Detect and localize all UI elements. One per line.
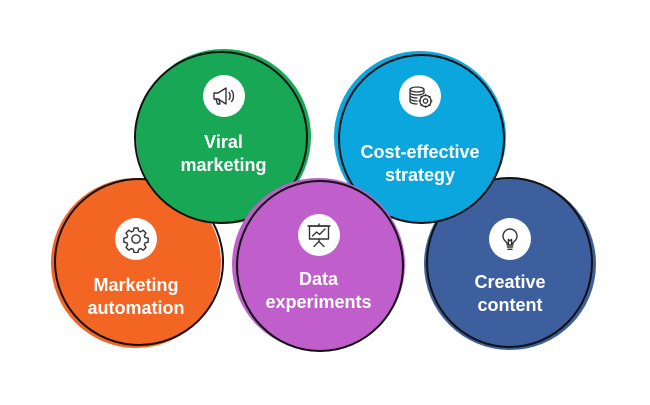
gear-icon xyxy=(115,218,157,260)
label-line-1: Viral xyxy=(204,132,243,152)
creative-content-label: Creative content xyxy=(434,271,586,317)
data-experiments-label: Data experiments xyxy=(242,268,395,314)
presentation-board-icon xyxy=(297,214,340,256)
circle-outline xyxy=(236,180,404,352)
label-line-1: Marketing xyxy=(93,275,179,295)
marketing-automation-label: Marketing automation xyxy=(61,274,211,320)
cost-effective-strategy-label: Cost-effective strategy xyxy=(344,141,496,187)
label-line-2: strategy xyxy=(384,165,456,185)
data-experiments-circle: Data experiments xyxy=(232,178,405,352)
label-line-2: automation xyxy=(87,298,185,318)
coins-gear-icon xyxy=(399,75,441,117)
viral-marketing-label: Viral marketing xyxy=(146,131,301,177)
label-line-2: content xyxy=(477,295,543,315)
megaphone-icon xyxy=(202,75,245,117)
label-line-1: Creative xyxy=(474,272,546,292)
label-line-2: marketing xyxy=(180,155,267,175)
label-line-2: experiments xyxy=(265,292,372,312)
label-line-1: Data xyxy=(298,269,338,289)
lightbulb-icon xyxy=(489,218,531,260)
label-line-1: Cost-effective xyxy=(360,142,480,162)
